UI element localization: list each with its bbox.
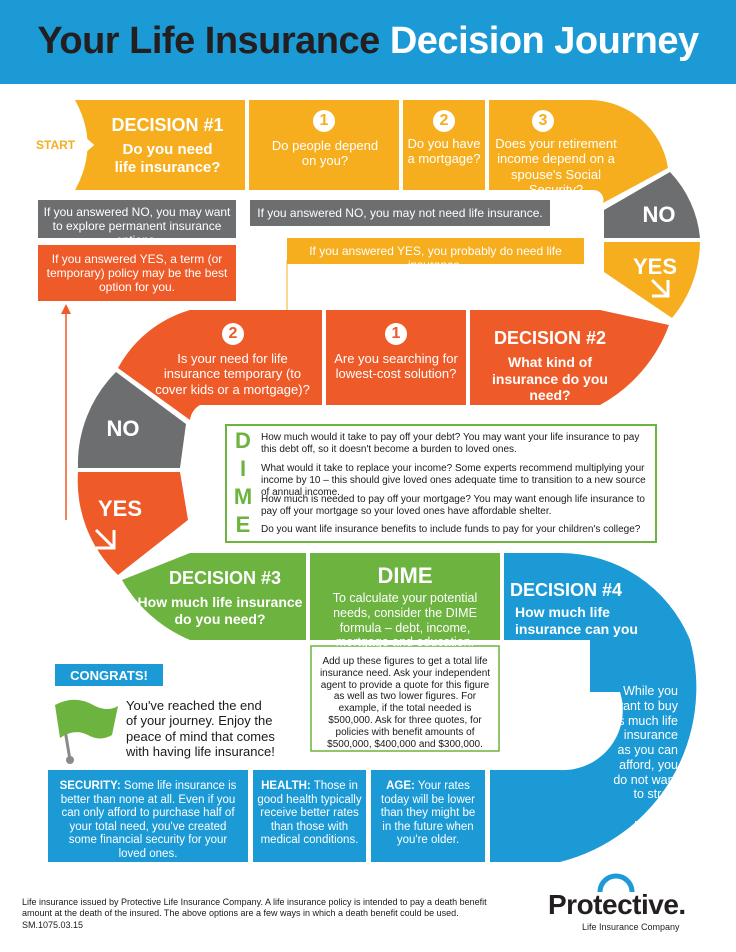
dime-detail-border bbox=[310, 645, 500, 752]
dime-item-income: What would it take to replace your incom… bbox=[261, 463, 646, 498]
decision3-segment bbox=[122, 553, 306, 640]
dime-item-mortgage: How much is needed to pay off your mortg… bbox=[261, 494, 645, 517]
row2-no-label: NO bbox=[106, 416, 140, 441]
header-banner bbox=[0, 0, 736, 84]
row1-no-label: NO bbox=[642, 202, 676, 227]
flag-pole-knob bbox=[66, 756, 74, 764]
row2-q2-text: Is your need for life insurance temporar… bbox=[155, 351, 310, 397]
footer-code: SM.1075.03.15 bbox=[22, 920, 84, 930]
dime-letter-i: I bbox=[239, 456, 247, 481]
health-body: Those in good health typically receive b… bbox=[257, 780, 362, 847]
decision4-segment bbox=[504, 552, 690, 692]
footer-disclaimer: Life insurance issued by Protective Life… bbox=[22, 897, 487, 919]
brand-subtitle: Life Insurance Company bbox=[582, 922, 680, 932]
row1-yes-label: YES bbox=[632, 254, 678, 279]
health-label: HEALTH: bbox=[261, 780, 311, 792]
row1-q2-text: Do you have a mortgage? bbox=[407, 136, 481, 167]
row1-q3-number: 3 bbox=[532, 110, 554, 132]
health-text: HEALTH: Those in good health typically r… bbox=[257, 780, 362, 848]
dime-letter-e: E bbox=[235, 512, 251, 537]
decision1-segment bbox=[75, 100, 245, 190]
note-yes-term bbox=[38, 245, 236, 301]
row2-q1-number: 1 bbox=[385, 323, 407, 345]
dime-title: DIME bbox=[377, 563, 433, 588]
note-no-not-needed bbox=[250, 200, 550, 226]
note-no-permanent bbox=[38, 200, 236, 238]
decision4-title: DECISION #4 bbox=[510, 580, 623, 600]
dime-letter-d: D bbox=[235, 428, 251, 453]
title-part1: Your Life Insurance bbox=[37, 20, 380, 62]
congrats-badge-text: CONGRATS! bbox=[70, 668, 148, 683]
note-no-not-needed-text: If you answered NO, you may not need lif… bbox=[257, 206, 543, 220]
dime-box-border bbox=[225, 424, 657, 543]
decision2-title: DECISION #2 bbox=[493, 328, 607, 348]
dime-item-debt: How much would it take to pay off your d… bbox=[261, 432, 640, 455]
security-box bbox=[48, 770, 248, 862]
brand-name: Protective. bbox=[548, 889, 686, 920]
connector-arrowhead-1 bbox=[61, 304, 71, 314]
start-label: START bbox=[36, 138, 76, 152]
decision4-question: How much life insurance can you afford? bbox=[515, 604, 638, 654]
security-text: SECURITY: Some life insurance is better … bbox=[54, 780, 242, 861]
row1-q2-number: 2 bbox=[433, 110, 455, 132]
decision3-title: DECISION #3 bbox=[168, 568, 282, 588]
row2-q1-text: Are you searching for lowest-cost soluti… bbox=[334, 351, 458, 382]
row1-no-segment bbox=[604, 172, 700, 238]
decision1-title: DECISION #1 bbox=[111, 115, 224, 135]
dime-detail: Add up these figures to get a total life… bbox=[319, 656, 491, 750]
yes-arrow-1 bbox=[650, 278, 670, 298]
security-body: Some life insurance is better than none … bbox=[60, 780, 237, 860]
row2-q2-segment bbox=[118, 310, 322, 420]
decision4-text-top: While you want to buy as much life insur… bbox=[610, 684, 678, 952]
age-body: Your rates today will be lower than they… bbox=[380, 780, 476, 847]
health-box bbox=[253, 770, 366, 862]
note-yes-needed-text: If you answered YES, you probably do nee… bbox=[309, 244, 562, 273]
decision4-curve bbox=[490, 640, 697, 862]
note-yes-needed bbox=[287, 238, 584, 264]
dime-item-education: Do you want life insurance benefits to i… bbox=[261, 524, 641, 535]
decision4-text: While you want to buy as much life insur… bbox=[611, 684, 678, 952]
row2-no-segment bbox=[77, 372, 186, 468]
decision3-question: How much life insurance do you need? bbox=[137, 594, 303, 627]
decision1-question: Do you need life insurance? bbox=[114, 141, 221, 176]
title-part2: Decision Journey bbox=[389, 20, 699, 62]
row1-q1-text: Do people depend on you? bbox=[271, 138, 379, 169]
dime-segment bbox=[310, 553, 500, 640]
row1-q1-number: 1 bbox=[313, 110, 335, 132]
congrats-badge bbox=[55, 664, 163, 686]
row2-yes-segment bbox=[77, 472, 188, 575]
note-no-permanent-text: If you answered NO, you may want to expl… bbox=[43, 205, 231, 248]
row1-q3-text: Does your retirement income depend on a … bbox=[495, 136, 617, 197]
note-yes-term-text: If you answered YES, a term (or temporar… bbox=[46, 252, 228, 295]
dime-summary: To calculate your potential needs, consi… bbox=[332, 591, 478, 650]
decision2-segment bbox=[470, 310, 669, 405]
protective-logo-arc-icon bbox=[597, 873, 635, 893]
dime-letter-m: M bbox=[233, 484, 253, 509]
page-title: Your Life Insurance Decision Journey bbox=[0, 20, 736, 63]
age-text: AGE: Your rates today will be lower than… bbox=[375, 780, 481, 848]
security-label: SECURITY: bbox=[59, 780, 121, 792]
age-label: AGE: bbox=[386, 780, 415, 792]
age-box bbox=[371, 770, 485, 862]
row2-yes-label: YES bbox=[97, 496, 143, 521]
start-arrow bbox=[72, 136, 95, 154]
yes-arrow-2 bbox=[94, 528, 116, 550]
row2-q2-number: 2 bbox=[222, 323, 244, 345]
congrats-message: You've reached the end of your journey. … bbox=[126, 698, 275, 759]
decision2-question: What kind of insurance do you need? bbox=[492, 354, 608, 404]
flag-shape bbox=[55, 699, 118, 739]
